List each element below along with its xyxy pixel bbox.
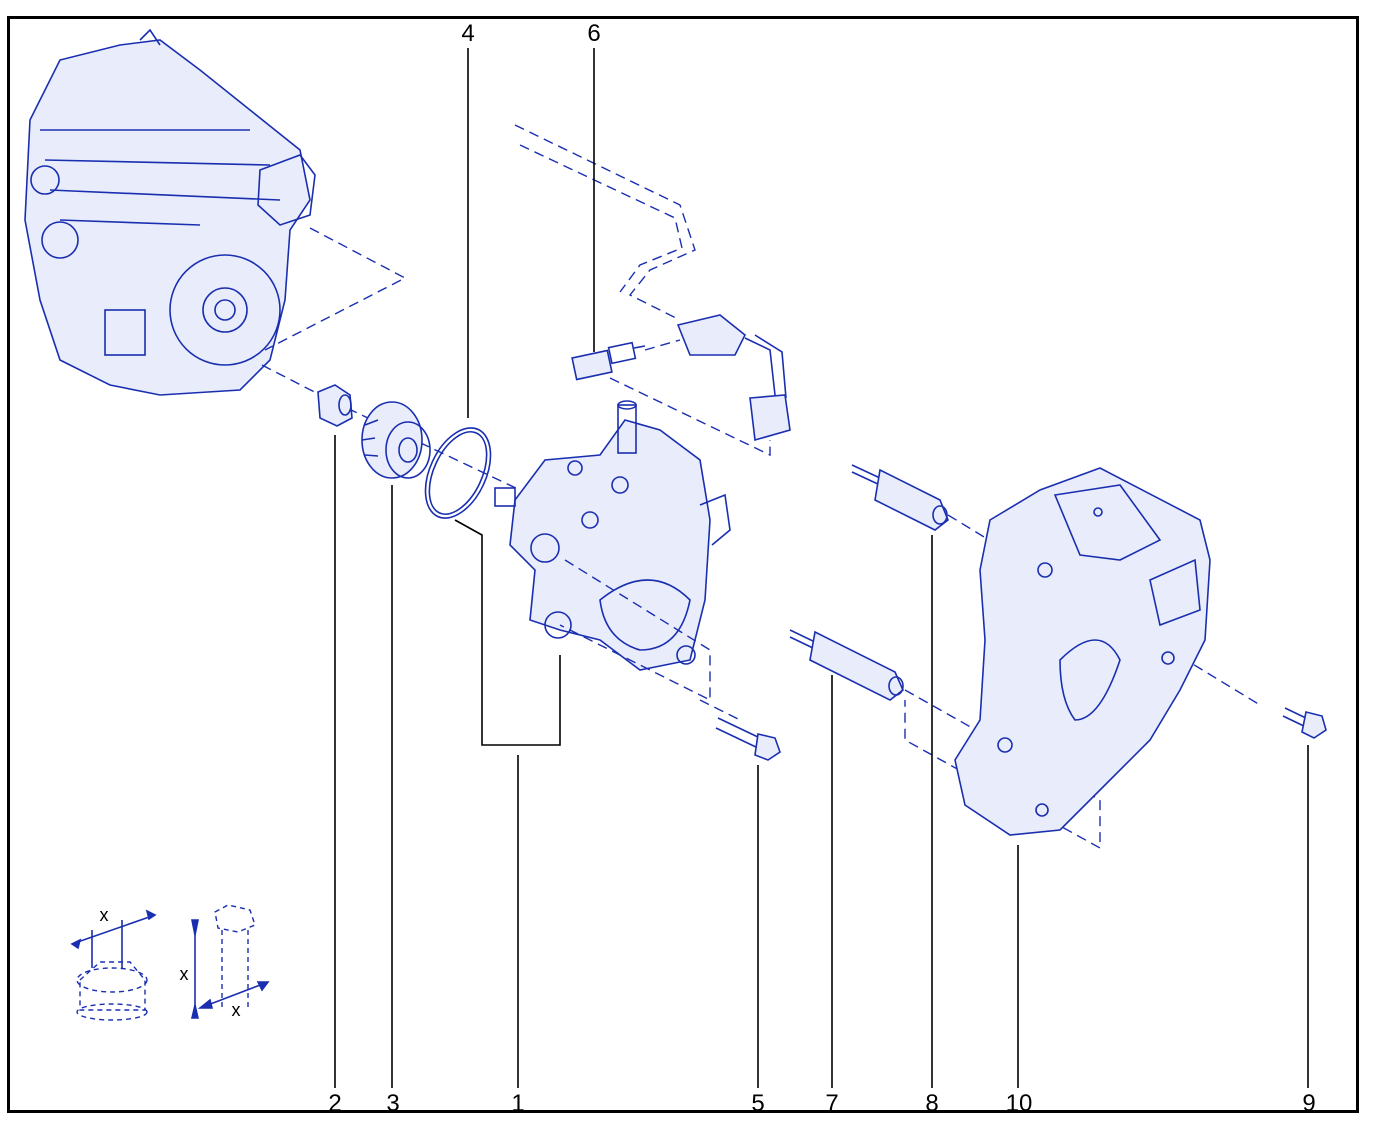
- harness-dashed-line: [514, 124, 696, 321]
- o-ring-part-4: [424, 427, 492, 519]
- engine-assembly: [24, 28, 316, 396]
- heat-shield-part-10: [954, 467, 1211, 836]
- bolt-part-5: [715, 717, 781, 761]
- pump-bolt-projection: [559, 559, 711, 702]
- high-pressure-pump-part-1: [494, 400, 731, 671]
- gear-part-3: [361, 401, 431, 479]
- axis-line: [261, 364, 521, 491]
- nut-part-2: [317, 384, 353, 427]
- callout-3: 3: [386, 1090, 400, 1117]
- leader-lines: [334, 48, 1309, 1088]
- bolt-part-9: [1282, 707, 1327, 739]
- bolt5-axis: [699, 699, 741, 721]
- pressure-sensor-part-6: [571, 341, 646, 381]
- harness-dashed-line-2: [519, 144, 683, 293]
- callout-9: 9: [1302, 1090, 1316, 1117]
- bolt-x-vertical-label: x: [179, 964, 189, 984]
- nut-x-label: x: [99, 905, 109, 925]
- harness-connector: [676, 314, 791, 442]
- callout-10: 10: [1005, 1090, 1033, 1117]
- callout-6: 6: [587, 20, 601, 47]
- stud-part-8: [851, 464, 949, 531]
- callout-8: 8: [925, 1090, 939, 1117]
- callout-1: 1: [511, 1090, 525, 1117]
- callout-2: 2: [328, 1090, 342, 1117]
- bolt-x-horizontal-label: x: [231, 1000, 241, 1020]
- callout-4: 4: [461, 20, 475, 47]
- callout-7: 7: [825, 1090, 839, 1117]
- callout-5: 5: [751, 1090, 765, 1117]
- connector-projection: [609, 377, 771, 457]
- stud-part-7: [789, 629, 904, 701]
- nut-torque-symbol: [70, 909, 157, 1021]
- bolt-torque-symbol: [190, 904, 270, 1019]
- projection-line: [264, 227, 407, 351]
- sensor-projection: [644, 339, 681, 351]
